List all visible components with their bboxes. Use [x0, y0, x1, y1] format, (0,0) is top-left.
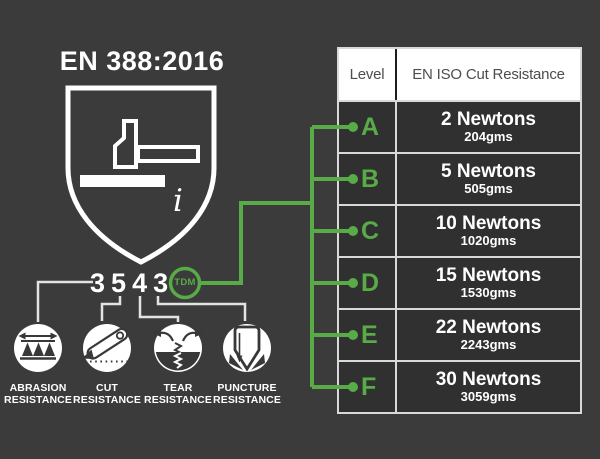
- cut-resistance-icon: [82, 324, 131, 372]
- tear-resistance-label: TEAR RESISTANCE: [144, 382, 212, 407]
- grams-value: 204gms: [464, 128, 513, 144]
- cut-rating-digit: 5: [111, 268, 127, 298]
- abrasion-resistance-icon: [14, 324, 62, 372]
- table-header-resistance: EN ISO Cut Resistance: [412, 66, 565, 83]
- resistance-value: 2 Newtons 204gms: [397, 102, 580, 152]
- level-letter: B: [339, 154, 397, 204]
- cut-resistance-table: Level EN ISO Cut Resistance A 2 Newtons …: [337, 47, 582, 414]
- grams-value: 2243gms: [460, 336, 517, 352]
- puncture-rating-digit: 3: [153, 268, 169, 298]
- resistance-value: 10 Newtons 1020gms: [397, 206, 580, 256]
- level-letter: D: [339, 258, 397, 308]
- level-letter: C: [339, 206, 397, 256]
- abrasion-resistance-label: ABRASION RESISTANCE: [4, 382, 72, 407]
- shield-icon: [65, 85, 217, 265]
- table-row: D 15 Newtons 1530gms: [339, 258, 580, 310]
- grams-value: 505gms: [464, 180, 513, 196]
- grams-value: 1020gms: [460, 232, 517, 248]
- level-letter: E: [339, 310, 397, 360]
- page-title: EN 388:2016: [59, 46, 225, 76]
- table-header-row: Level EN ISO Cut Resistance: [339, 49, 580, 102]
- table-row: F 30 Newtons 3059gms: [339, 362, 580, 412]
- table-row: E 22 Newtons 2243gms: [339, 310, 580, 362]
- table-header-level: Level: [339, 49, 397, 100]
- newtons-value: 5 Newtons: [440, 160, 537, 182]
- resistance-value: 30 Newtons 3059gms: [397, 362, 580, 412]
- hammer-test-icon: [80, 119, 200, 187]
- grams-value: 3059gms: [460, 388, 517, 404]
- table-row: A 2 Newtons 204gms: [339, 102, 580, 154]
- table-row: B 5 Newtons 505gms: [339, 154, 580, 206]
- resistance-value: 15 Newtons 1530gms: [397, 258, 580, 308]
- grams-value: 1530gms: [460, 284, 517, 300]
- newtons-value: 2 Newtons: [440, 108, 537, 130]
- newtons-value: 15 Newtons: [435, 264, 542, 286]
- tear-resistance-icon: [152, 324, 204, 372]
- info-symbol: i: [173, 183, 183, 219]
- level-letter: A: [339, 102, 397, 152]
- rating-digits: 3 5 4 3: [90, 268, 168, 299]
- resistance-value: 22 Newtons 2243gms: [397, 310, 580, 360]
- puncture-resistance-label: PUNCTURE RESISTANCE: [213, 382, 281, 407]
- newtons-value: 22 Newtons: [435, 316, 542, 338]
- table-row: C 10 Newtons 1020gms: [339, 206, 580, 258]
- abrasion-rating-digit: 3: [90, 268, 106, 298]
- tdm-connector-lines: [201, 125, 353, 389]
- newtons-value: 30 Newtons: [435, 368, 542, 390]
- newtons-value: 10 Newtons: [435, 212, 542, 234]
- puncture-resistance-icon: [223, 324, 271, 372]
- resistance-value: 5 Newtons 505gms: [397, 154, 580, 204]
- cut-resistance-label: CUT RESISTANCE: [73, 382, 141, 407]
- tear-rating-digit: 4: [132, 268, 148, 298]
- level-letter: F: [339, 362, 397, 412]
- tdm-label: TDM: [174, 277, 196, 288]
